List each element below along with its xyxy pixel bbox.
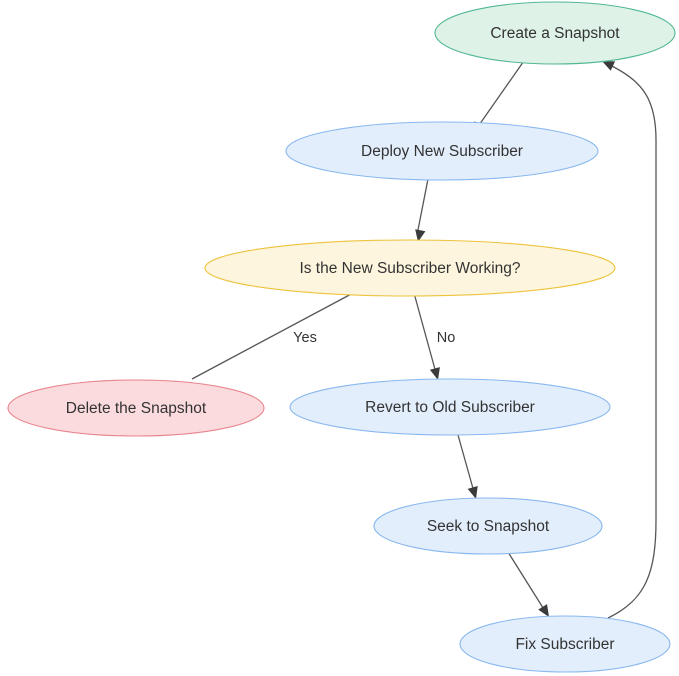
node-shape-is-new-subscriber-working[interactable]	[204, 239, 616, 297]
arrow-head-icon	[429, 367, 440, 380]
edge-label-yes: Yes	[293, 330, 317, 346]
node-label-seek-to-snapshot: Seek to Snapshot	[427, 518, 550, 535]
node-is-new-subscriber-working[interactable]: Is the New Subscriber Working?	[204, 239, 616, 297]
node-delete-the-snapshot[interactable]: Delete the Snapshot	[7, 379, 265, 437]
node-shape-revert-to-old-subscriber[interactable]	[289, 378, 611, 436]
node-label-fix-subscriber: Fix Subscriber	[515, 636, 614, 653]
node-shape-fix-subscriber[interactable]	[459, 615, 671, 673]
node-label-revert-to-old-subscriber: Revert to Old Subscriber	[365, 399, 535, 416]
node-label-deploy-new-subscriber: Deploy New Subscriber	[361, 143, 523, 160]
arrow-head-icon	[538, 604, 549, 617]
node-label-delete-the-snapshot: Delete the Snapshot	[66, 400, 207, 417]
edge-fix-subscriber-to-create-snapshot	[602, 61, 657, 619]
edge-labels-layer: Yes No	[293, 330, 455, 346]
node-fix-subscriber[interactable]: Fix Subscriber	[459, 615, 671, 673]
edge-line	[457, 434, 475, 493]
edge-is-new-subscriber-working-to-delete-the-snapshot	[185, 291, 356, 394]
edge-line	[507, 551, 546, 612]
edge-line	[416, 178, 429, 236]
edge-line	[607, 63, 657, 619]
edge-label-no: No	[437, 330, 456, 346]
arrow-head-icon	[602, 61, 616, 71]
edges-layer	[185, 57, 657, 619]
node-deploy-new-subscriber[interactable]: Deploy New Subscriber	[285, 121, 599, 181]
edge-line	[191, 291, 356, 380]
edge-is-new-subscriber-working-to-revert-to-old-subscriber	[413, 292, 440, 380]
edge-revert-to-old-subscriber-to-seek-to-snapshot	[457, 434, 478, 499]
node-seek-to-snapshot[interactable]: Seek to Snapshot	[373, 497, 603, 555]
edge-line	[476, 57, 527, 129]
node-shape-seek-to-snapshot[interactable]	[373, 497, 603, 555]
edge-seek-to-snapshot-to-fix-subscriber	[507, 551, 549, 617]
edge-line	[413, 292, 437, 374]
arrow-head-icon	[415, 229, 426, 242]
node-label-create-snapshot: Create a Snapshot	[490, 25, 620, 42]
node-shape-create-snapshot[interactable]	[434, 1, 676, 65]
node-label-is-new-subscriber-working: Is the New Subscriber Working?	[299, 260, 520, 277]
node-shape-delete-the-snapshot[interactable]	[7, 379, 265, 437]
arrow-head-icon	[467, 486, 478, 499]
node-shape-deploy-new-subscriber[interactable]	[285, 121, 599, 181]
edge-deploy-new-subscriber-to-is-new-subscriber-working	[415, 178, 429, 242]
node-create-snapshot[interactable]: Create a Snapshot	[434, 1, 676, 65]
node-revert-to-old-subscriber[interactable]: Revert to Old Subscriber	[289, 378, 611, 436]
